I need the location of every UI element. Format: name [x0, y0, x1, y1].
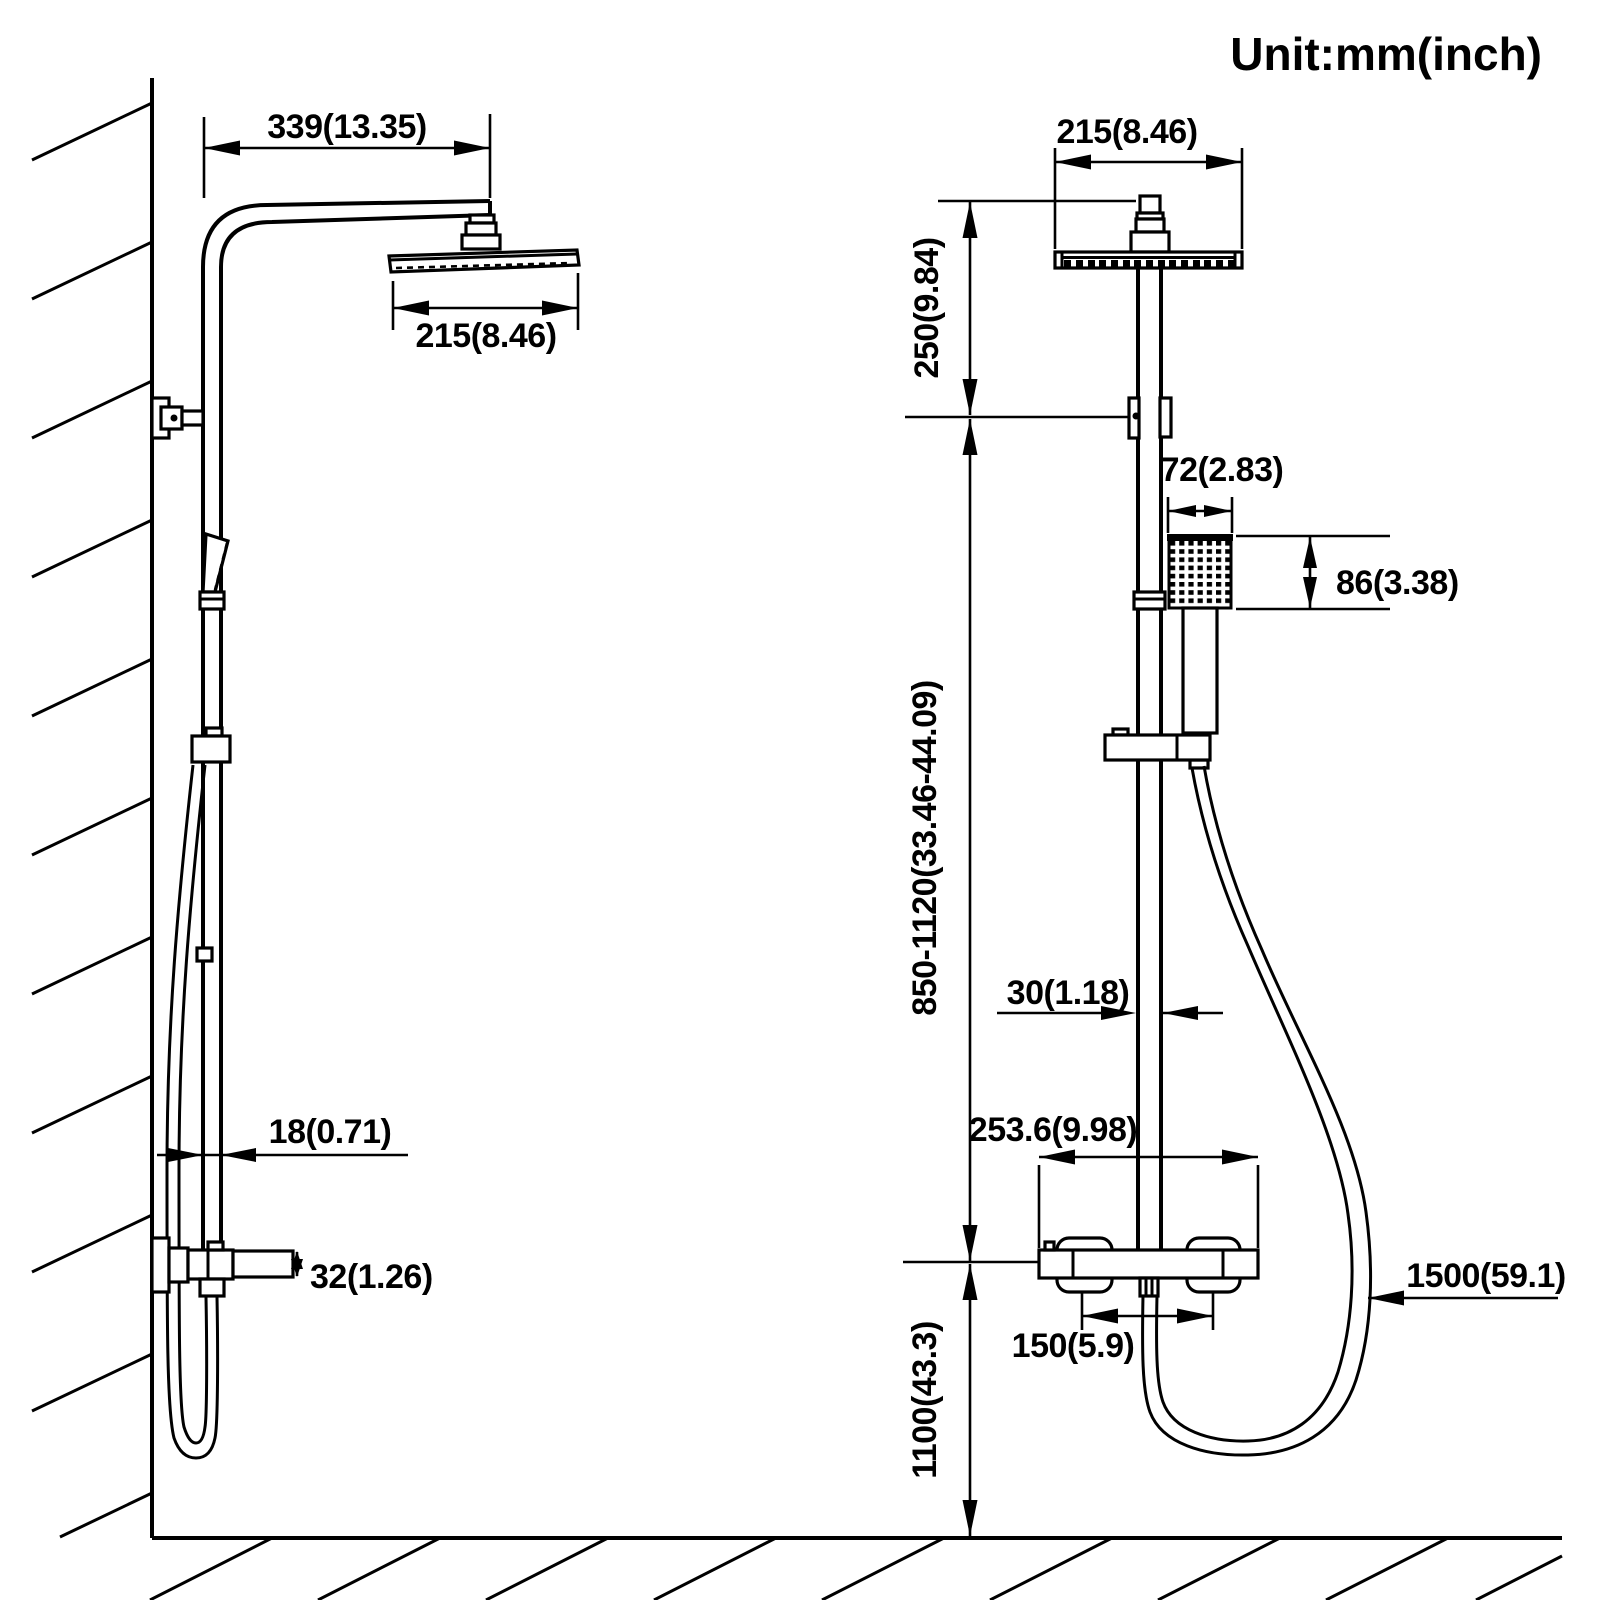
- dim-valve-height-side: 32(1.26): [291, 1251, 433, 1296]
- hand-shower-face-dashes: [213, 542, 229, 591]
- dim-head-width-front-label: 215(8.46): [1056, 113, 1197, 151]
- dim-outlet-spacing-label: 150(5.9): [1012, 1327, 1135, 1365]
- dim-head-to-bracket-label: 250(9.84): [908, 237, 946, 378]
- unit-title: Unit:mm(inch): [1230, 28, 1542, 80]
- dim-handshower-width-label: 72(2.83): [1161, 451, 1284, 489]
- valve-side: [150, 1236, 295, 1298]
- valve-knob-side: [231, 1249, 295, 1279]
- floor-hatch-marks: [149, 1536, 1563, 1600]
- dim-handshower-height-label: 86(3.38): [1336, 564, 1459, 602]
- side-view: 339(13.35) 215(8.46) 18(0.71) 32(1.26): [150, 108, 581, 1460]
- dim-hose-length: 1500(59.1): [1368, 1257, 1566, 1306]
- dim-arm-length-label: 339(13.35): [267, 108, 426, 146]
- head-connector-side: [460, 213, 502, 251]
- hand-shower-front: [1167, 534, 1233, 770]
- hose-nut-front: [1138, 1276, 1160, 1298]
- dim-valve-floor-height-label: 1100(43.3): [906, 1321, 944, 1479]
- valve-front: [1037, 1236, 1260, 1298]
- dim-riser-height-label: 850-1120(33.46-44.09): [906, 680, 944, 1015]
- hand-shower-handle: [1181, 606, 1219, 735]
- hand-shower-face-top: [1167, 534, 1233, 541]
- dim-arm-length: 339(13.35): [202, 108, 492, 198]
- wall-and-floor: [31, 78, 1563, 1600]
- wall-bracket-front: [1127, 396, 1173, 440]
- bracket-screw-dot-front: [1132, 412, 1140, 420]
- nozzle-dashes-side: [395, 261, 572, 270]
- dim-head-width-front: 215(8.46): [1053, 113, 1244, 249]
- front-view: 215(8.46) 250(9.84) 72(2.83) 86(3.38): [903, 113, 1566, 1536]
- dim-outlet-spacing: 150(5.9): [1012, 1292, 1215, 1365]
- wall-hatch-marks: [31, 101, 153, 1539]
- dim-head-to-bracket: 250(9.84): [905, 199, 1136, 419]
- head-connector-front: [1129, 194, 1171, 254]
- hand-shower-face: [1167, 535, 1233, 610]
- riser-pipe-side: [201, 199, 492, 1250]
- dim-riser-height: 850-1120(33.46-44.09): [906, 419, 978, 1261]
- nozzle-teeth: [1064, 260, 1235, 268]
- hose-clip-side: [195, 946, 214, 963]
- dim-handshower-height: 86(3.38): [1236, 534, 1459, 611]
- bracket-screw-dot: [170, 414, 178, 422]
- rain-head-front: [1053, 250, 1244, 270]
- dim-hose-length-label: 1500(59.1): [1406, 1257, 1565, 1295]
- dim-valve-width-label: 253.6(9.98): [969, 1111, 1137, 1149]
- dim-valve-floor-height: 1100(43.3): [903, 1260, 1038, 1536]
- hose-side: [165, 764, 220, 1460]
- hose-nut-side: [198, 1277, 226, 1298]
- dim-head-width-side-label: 215(8.46): [415, 317, 556, 355]
- dim-valve-height-side-label: 32(1.26): [310, 1258, 433, 1296]
- slider-holder-front: [1103, 727, 1212, 762]
- rain-head-side: [387, 248, 581, 274]
- dim-head-width-side: 215(8.46): [391, 273, 580, 355]
- slider-holder-side: [190, 726, 232, 764]
- dim-pipe-width: 30(1.18): [997, 974, 1223, 1020]
- dim-pipe-width-label: 30(1.18): [1007, 974, 1130, 1012]
- dim-pipe-depth-label: 18(0.71): [269, 1113, 392, 1151]
- dim-pipe-depth: 18(0.71): [157, 1113, 408, 1162]
- hand-shower-side: [198, 531, 230, 611]
- hose-front: [1141, 765, 1373, 1457]
- pipe-collar-front: [1132, 590, 1167, 611]
- dim-handshower-width: 72(2.83): [1161, 451, 1284, 533]
- valve-button: [1043, 1240, 1056, 1252]
- dim-valve-width: 253.6(9.98): [969, 1111, 1260, 1248]
- wall-bracket-side: [150, 396, 205, 440]
